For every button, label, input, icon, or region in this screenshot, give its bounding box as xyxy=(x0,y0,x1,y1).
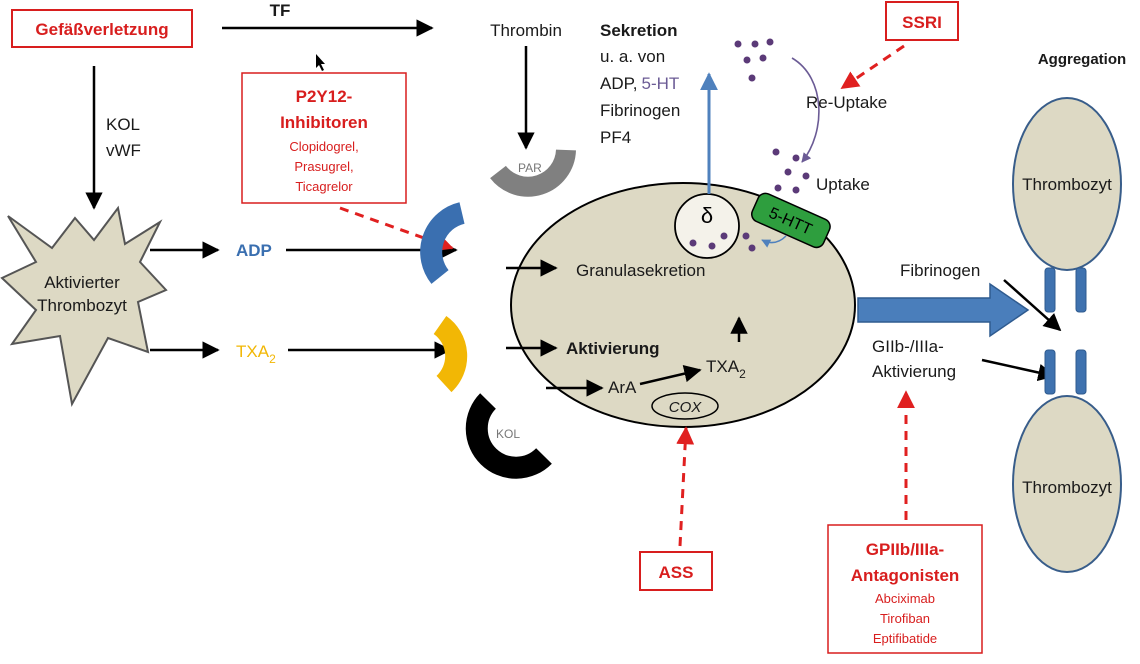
cox-ellipse xyxy=(651,392,719,420)
thrombin-label: Thrombin xyxy=(490,21,562,40)
granule-serotonin-dot xyxy=(689,239,697,247)
gp-antagonists-title-1: GPIIb/IIIa- xyxy=(866,540,944,559)
gp-receptor-bottom-right xyxy=(1075,349,1087,395)
thrombocyte-top-label: Thrombozyt xyxy=(1022,175,1112,194)
gp-drug-2: Tirofiban xyxy=(880,611,930,626)
gp-activation-arrow xyxy=(981,358,1056,382)
ssri-inhibition-arrow xyxy=(840,44,905,90)
activated-platelet-label-2: Thrombozyt xyxy=(37,296,127,315)
gp-activation-1: GIIb-/IIIa- xyxy=(872,337,944,356)
txa2-label: TXA2 xyxy=(236,342,276,366)
gp-drug-3: Eptifibatide xyxy=(873,631,937,646)
vwf-label: vWF xyxy=(106,141,141,160)
cox-label: COX xyxy=(669,399,703,416)
serotonin-cluster-top xyxy=(734,38,774,82)
serotonin-cluster-uptake xyxy=(772,148,810,194)
secretion-line1: u. a. von xyxy=(600,47,665,66)
fibrinogen-bind-arrow xyxy=(1003,279,1062,332)
secretion-title: Sekretion xyxy=(600,21,677,40)
kol-receptor-label: KOL xyxy=(496,427,520,441)
p2y12-drug-3: Ticagrelor xyxy=(295,179,353,194)
secretion-line3: Fibrinogen xyxy=(600,101,680,120)
par-receptor xyxy=(490,149,576,197)
par-label: PAR xyxy=(518,161,542,175)
activated-platelet-star xyxy=(0,205,168,407)
p2y12-title-1: P2Y12- xyxy=(296,87,353,106)
activated-platelet-label-1: Aktivierter xyxy=(44,273,120,292)
serotonin-transporter: 5-HTT xyxy=(750,192,831,249)
p2y12-drug-1: Clopidogrel, xyxy=(289,139,358,154)
txa2-receptor xyxy=(433,315,468,393)
ara-label: ArA xyxy=(608,378,637,397)
ssri-label: SSRI xyxy=(902,13,942,32)
injury-label: Gefäßverletzung xyxy=(35,20,168,39)
uptake-label: Uptake xyxy=(816,175,870,194)
kol-receptor xyxy=(465,393,552,479)
gp-antagonists-title-2: Antagonisten xyxy=(851,566,960,585)
p2y12-drug-2: Prasugrel, xyxy=(294,159,353,174)
reuptake-label: Re-Uptake xyxy=(806,93,887,112)
gp-receptor-top-left xyxy=(1044,267,1056,313)
gp-antagonists-box xyxy=(827,524,983,654)
injury-box xyxy=(11,9,193,48)
delta-label: δ xyxy=(701,203,713,228)
secretion-line4: PF4 xyxy=(600,128,631,147)
secretion-line2: ADP,5-HT xyxy=(600,74,679,93)
granule-serotonin-dot xyxy=(720,232,728,240)
ass-box xyxy=(639,551,713,591)
reuptake-arrow xyxy=(791,57,820,163)
granule-secretion-label: Granulasekretion xyxy=(576,261,705,280)
gp-receptor-top-right xyxy=(1075,267,1087,313)
adp-label: ADP xyxy=(236,241,272,260)
kol-label: KOL xyxy=(106,115,140,134)
activation-label: Aktivierung xyxy=(566,339,660,358)
txa2-inner-label: TXA2 xyxy=(706,357,746,381)
transporter-inflow-arrow xyxy=(761,235,787,248)
gp-activation-2: Aktivierung xyxy=(872,362,956,381)
granule-serotonin-dot xyxy=(708,242,716,250)
gp-drug-1: Abciximab xyxy=(875,591,935,606)
cursor-arrow-icon xyxy=(316,54,325,71)
ass-inhibition-arrow xyxy=(676,426,695,547)
ssri-box xyxy=(885,1,959,41)
thrombocyte-bottom-label: Thrombozyt xyxy=(1022,478,1112,497)
aggregation-label: Aggregation xyxy=(1038,51,1126,68)
p2y12-box xyxy=(241,72,407,204)
fibrinogen-block-arrow xyxy=(857,282,1030,338)
adp-receptor xyxy=(420,202,466,284)
gp-receptor-bottom-left xyxy=(1044,349,1056,395)
ass-label: ASS xyxy=(659,563,694,582)
ara-to-txa2-arrow xyxy=(639,365,702,386)
fibrinogen-label: Fibrinogen xyxy=(900,261,980,280)
p2y12-title-2: Inhibitoren xyxy=(280,113,368,132)
thrombocyte-top xyxy=(1012,97,1122,271)
serotonin-cluster-inner xyxy=(742,232,756,252)
thrombocyte-bottom xyxy=(1012,395,1122,573)
tf-label: TF xyxy=(270,1,291,20)
